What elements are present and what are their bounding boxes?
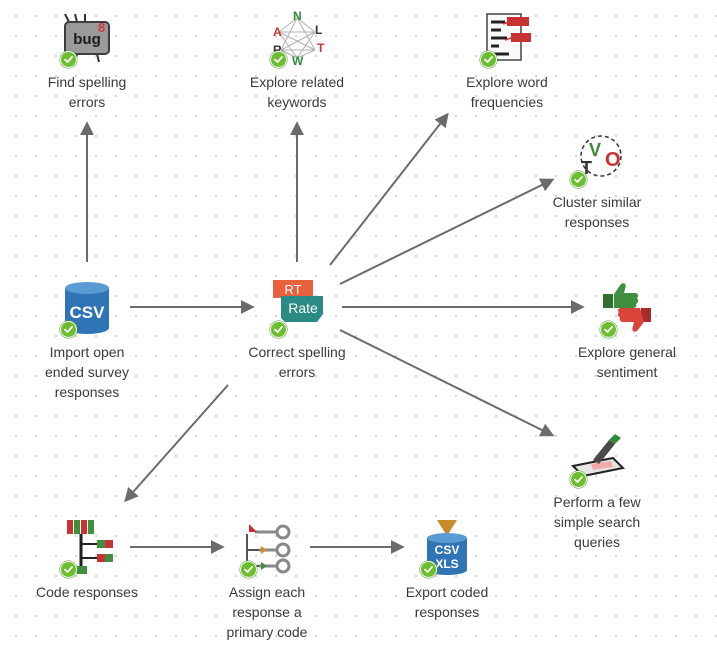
complete-check-icon [60,321,77,338]
node-label: Explore general sentiment [577,344,677,380]
complete-check-icon [270,321,287,338]
complete-check-icon [60,51,77,68]
node-import-survey-responses[interactable]: CSV Import open ended survey responses [17,280,157,402]
svg-text:T: T [581,158,592,178]
complete-check-icon [480,51,497,68]
node-label: Assign each response a primary code [226,584,308,640]
keyword-network-icon: N A L R T W [267,10,327,68]
arrow-correct-to-word-frequencies [329,112,449,266]
arrow-correct-to-code [124,384,229,503]
node-explore-word-frequencies[interactable]: Explore word frequencies [437,10,577,112]
word-frequency-icon [477,10,537,68]
complete-check-icon [570,471,587,488]
svg-text:R: R [273,43,282,57]
node-code-responses[interactable]: Code responses [17,520,157,602]
bug-icon: bug 8 [57,10,117,68]
thumbs-up-down-icon [597,280,657,338]
arrow-correct-to-cluster [339,178,555,285]
node-explore-related-keywords[interactable]: N A L R T W Explore related keywords [227,10,367,112]
svg-text:8: 8 [98,20,105,35]
node-label: Correct spelling errors [248,344,346,380]
complete-check-icon [420,561,437,578]
svg-text:L: L [315,23,322,37]
svg-text:O: O [605,149,621,171]
svg-text:V: V [589,140,601,160]
node-cluster-similar-responses[interactable]: V O T Cluster similar responses [527,130,667,232]
rate-icon-text: Rate [288,300,318,316]
node-search-queries[interactable]: Perform a few simple search queries [527,430,667,552]
node-label: Explore related keywords [249,74,345,110]
rate-correction-icon: RT Rate [267,280,327,338]
node-label: Export coded responses [405,584,489,620]
node-label: Perform a few simple search queries [553,494,641,550]
csv-icon-text: CSV [70,303,106,322]
complete-check-icon [270,51,287,68]
node-label: Find spelling errors [47,74,127,110]
node-find-spelling-errors[interactable]: bug 8 Find spelling errors [17,10,157,112]
complete-check-icon [570,171,587,188]
node-correct-spelling-errors[interactable]: RT Rate Correct spelling errors [227,280,367,382]
svg-text:T: T [317,41,325,55]
complete-check-icon [600,321,617,338]
svg-text:A: A [273,25,282,39]
xls-icon-text: XLS [435,557,458,571]
search-highlighter-icon [567,430,627,488]
node-assign-primary-code[interactable]: Assign each response a primary code [197,520,337,642]
node-label: Code responses [36,584,138,600]
svg-text:W: W [292,54,304,66]
complete-check-icon [240,561,257,578]
code-tree-icon [57,520,117,578]
node-label: Import open ended survey responses [44,344,130,400]
csv-database-icon: CSV [57,280,117,338]
primary-code-keys-icon [237,520,297,578]
rt-icon-text: RT [284,282,301,297]
csv-xls-export-icon: CSV XLS [417,520,477,578]
node-export-coded-responses[interactable]: CSV XLS Export coded responses [377,520,517,622]
node-explore-general-sentiment[interactable]: Explore general sentiment [557,280,697,382]
complete-check-icon [60,561,77,578]
arrow-correct-to-search [339,329,555,437]
cluster-icon: V O T [567,130,627,188]
node-label: Explore word frequencies [466,74,548,110]
node-label: Cluster similar responses [552,194,642,230]
svg-text:bug: bug [73,31,101,48]
svg-text:N: N [293,10,302,23]
csv-icon-text: CSV [435,543,460,557]
